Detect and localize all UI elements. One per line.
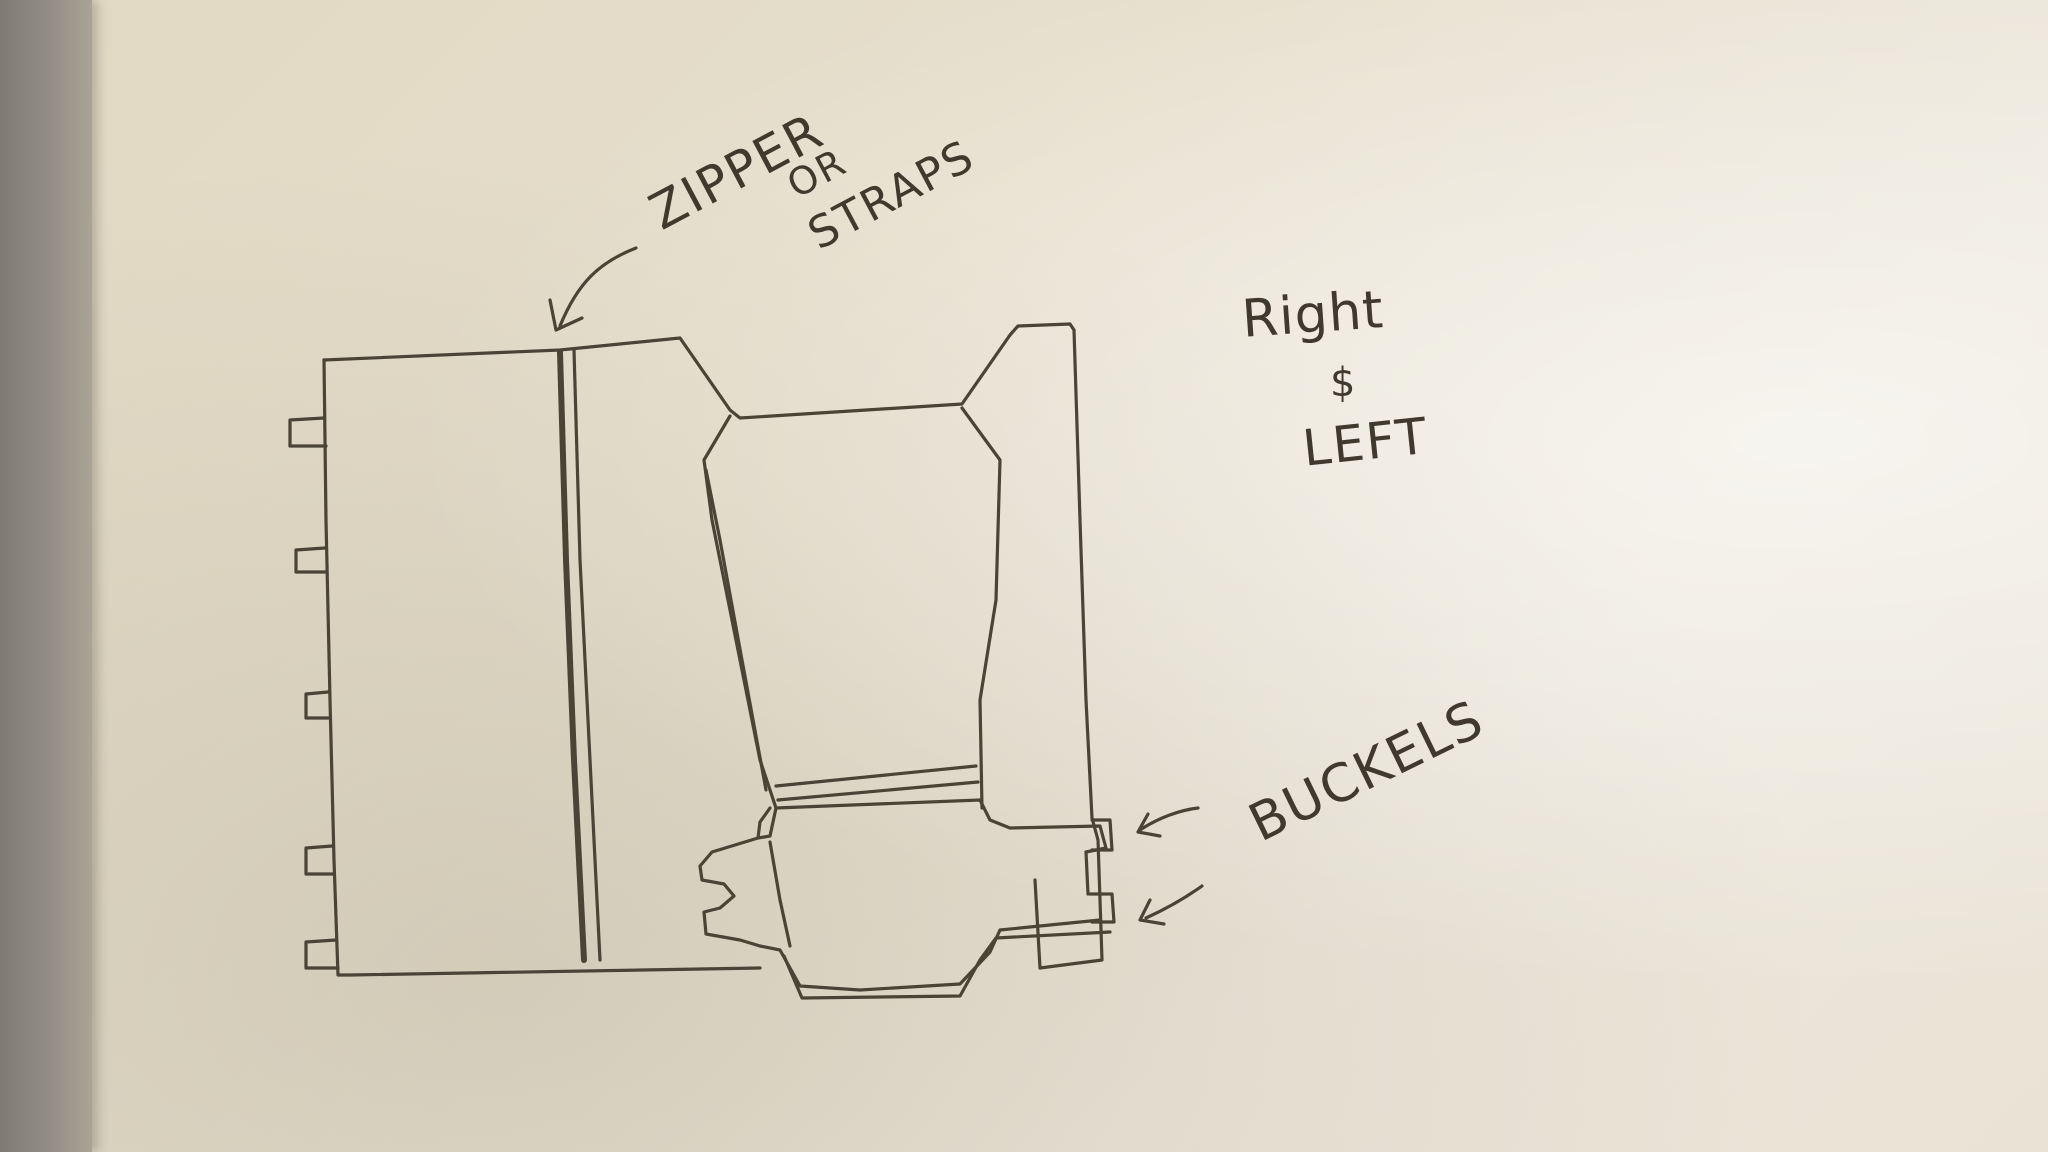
belt-buckle-upper bbox=[1090, 818, 1114, 852]
edge-tab-1 bbox=[288, 416, 328, 448]
belt-notch-left-inner bbox=[768, 840, 792, 948]
zipper-arrow-shaft bbox=[558, 246, 638, 328]
edge-tab-2 bbox=[294, 546, 329, 574]
buckle-arrow-2-head bbox=[1138, 898, 1166, 926]
belt-right-edge bbox=[1084, 850, 1090, 896]
waistband-top bbox=[774, 764, 978, 788]
zipper-line bbox=[557, 349, 587, 963]
ampersand-label: $ bbox=[1330, 360, 1358, 406]
desk-surface bbox=[0, 0, 92, 1152]
left-edge bbox=[322, 358, 762, 977]
zipper-arrow-head bbox=[548, 298, 584, 332]
buckle-arrow-1-head bbox=[1136, 812, 1162, 838]
left-panel-outline bbox=[322, 322, 1104, 970]
zipper-line-inner bbox=[572, 348, 602, 962]
back-panel-left-edge-2 bbox=[704, 468, 768, 792]
edge-tab-4 bbox=[304, 844, 336, 876]
buckle-arrow-1-shaft bbox=[1138, 806, 1200, 832]
belt-buckle-lower bbox=[1088, 892, 1116, 924]
back-panel-right-edge bbox=[960, 406, 1002, 810]
belt-lower bbox=[782, 930, 1112, 1000]
waistband-bottom bbox=[776, 780, 980, 802]
edge-tab-3 bbox=[304, 690, 332, 720]
belt-notch-left bbox=[698, 836, 1102, 992]
right-label: Right bbox=[1240, 280, 1386, 350]
buckle-arrow-2-shaft bbox=[1144, 884, 1204, 920]
edge-tab-5 bbox=[304, 938, 340, 970]
back-panel-left-edge bbox=[702, 414, 778, 810]
belt-upper bbox=[756, 798, 1108, 854]
